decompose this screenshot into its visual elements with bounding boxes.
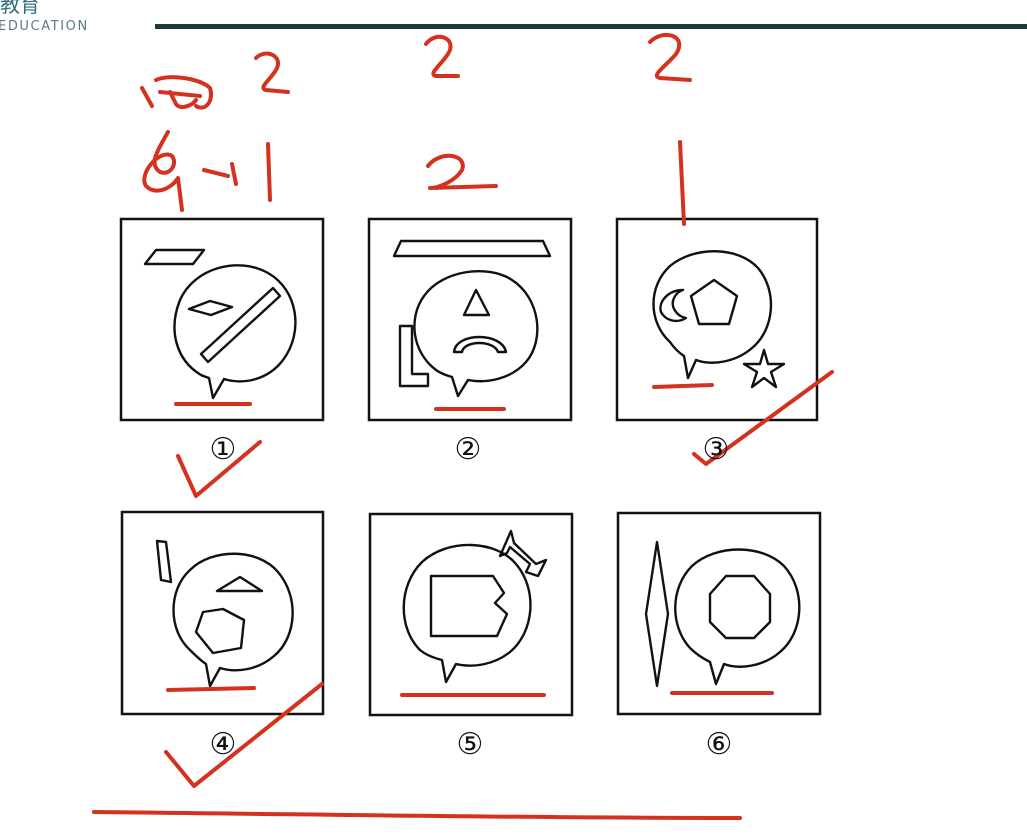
hexagon-shape xyxy=(194,607,246,655)
speech-bubble-shape xyxy=(413,269,539,398)
ink-underline-panel-4 xyxy=(166,686,256,692)
ink-digit-1-col3 xyxy=(678,140,686,226)
crescent-shape xyxy=(659,288,688,323)
star-shape xyxy=(742,348,786,389)
arc-shape xyxy=(452,335,508,354)
panel-frame xyxy=(368,512,574,717)
panel-5 xyxy=(368,512,574,717)
trapezoid-shape xyxy=(392,239,552,258)
rhombus-shape xyxy=(187,299,234,317)
logo-cjk-text: 教育 xyxy=(0,0,40,17)
panel-6 xyxy=(616,511,822,716)
speech-bubble-shape xyxy=(173,264,297,400)
double-arrow-shape xyxy=(498,529,548,578)
ink-checkmark-panel-1 xyxy=(176,440,262,498)
panel-frame xyxy=(367,217,573,422)
ink-scribble-glyph xyxy=(140,75,213,110)
header-rule xyxy=(155,24,1027,29)
speech-bubble-shape xyxy=(652,250,773,380)
speech-bubble-shape xyxy=(674,548,801,686)
ink-digit-2-col1 xyxy=(254,51,290,94)
triangle-shape xyxy=(215,575,264,593)
logo: 教育 EDUCATION xyxy=(0,0,140,40)
panel-frame xyxy=(615,217,819,422)
panel-frame xyxy=(119,217,325,422)
parallelogram-shape xyxy=(143,248,206,266)
ink-digit-2-col3 xyxy=(648,32,692,82)
panel-number-3: ③ xyxy=(702,432,730,467)
l-shape xyxy=(398,324,430,388)
panel-2 xyxy=(367,217,573,422)
speech-bubble-shape xyxy=(172,552,294,688)
ink-digit-2-col2 xyxy=(424,34,460,78)
ink-scribble-5 xyxy=(142,130,184,212)
panel-number-2: ② xyxy=(454,432,482,467)
ink-digit-2-col2-mid xyxy=(426,153,498,190)
ink-dash xyxy=(202,162,238,186)
panel-1 xyxy=(119,217,325,422)
panel-number-1: ① xyxy=(209,432,237,467)
handwritten-annotations xyxy=(92,32,834,820)
octagon-shape xyxy=(708,574,772,640)
ink-long-underline xyxy=(92,810,742,820)
panel-3 xyxy=(615,217,819,422)
spindle-shape xyxy=(644,540,670,688)
logo-subtitle: EDUCATION xyxy=(0,19,89,34)
panel-number-5: ⑤ xyxy=(456,727,484,762)
panel-number-4: ④ xyxy=(209,727,237,762)
pentagon-shape xyxy=(689,278,739,326)
ink-checkmark-panel-3 xyxy=(692,370,834,466)
ink-underline-panel-3 xyxy=(652,383,714,389)
panel-number-6: ⑥ xyxy=(705,727,733,762)
panel-4 xyxy=(120,510,325,716)
quadrilateral-shape xyxy=(155,539,173,584)
panel-frame xyxy=(616,511,822,716)
ink-checkmark-panel-4 xyxy=(164,682,324,788)
bar-shape xyxy=(199,286,282,364)
triangle-shape xyxy=(462,288,491,317)
panel-frame xyxy=(120,510,325,716)
ink-digit-1-col1 xyxy=(266,142,272,202)
irregular-polygon-shape xyxy=(429,574,509,638)
speech-bubble-shape xyxy=(402,543,532,684)
